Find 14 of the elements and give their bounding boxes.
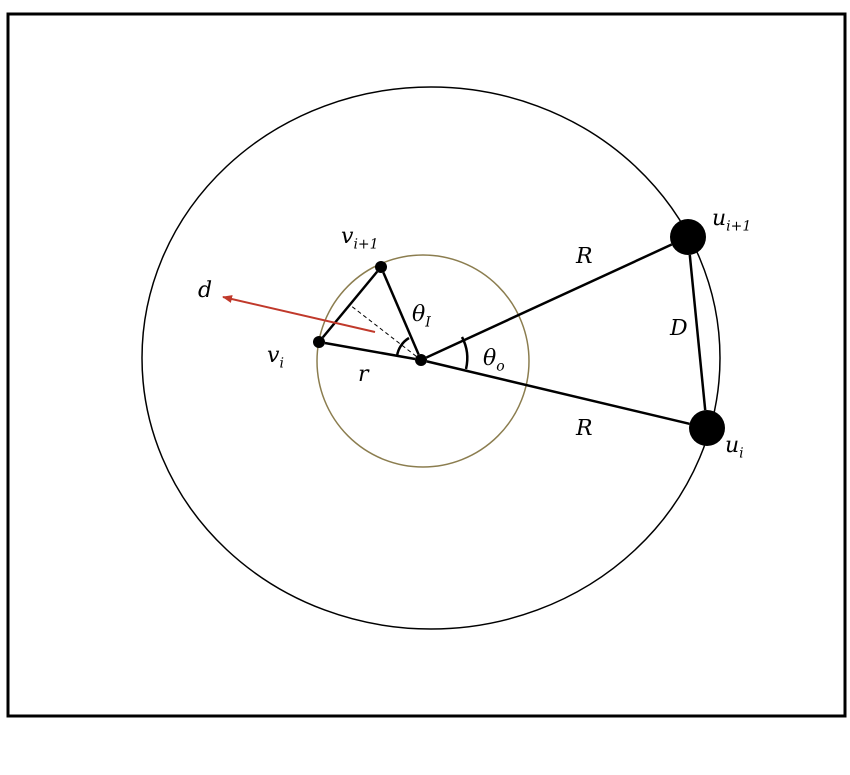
line-segment [322, 270, 378, 338]
dashed-line [350, 304, 417, 357]
angle-label: θ$_{I}$ [412, 304, 431, 330]
line-segment [426, 360, 690, 426]
point-label: v$_{i}$ [267, 345, 284, 370]
line-segment [382, 272, 420, 355]
line-segment [324, 342, 416, 360]
point-label: u$_{i+1}$ [712, 208, 752, 234]
point-label: u$_{i}$ [725, 435, 744, 460]
line-segment [426, 243, 672, 359]
angle-label: θ$_{o}$ [483, 348, 505, 374]
direction-label: d [198, 280, 212, 302]
point-label: v$_{i+1}$ [341, 226, 379, 252]
line-segment [688, 254, 706, 410]
